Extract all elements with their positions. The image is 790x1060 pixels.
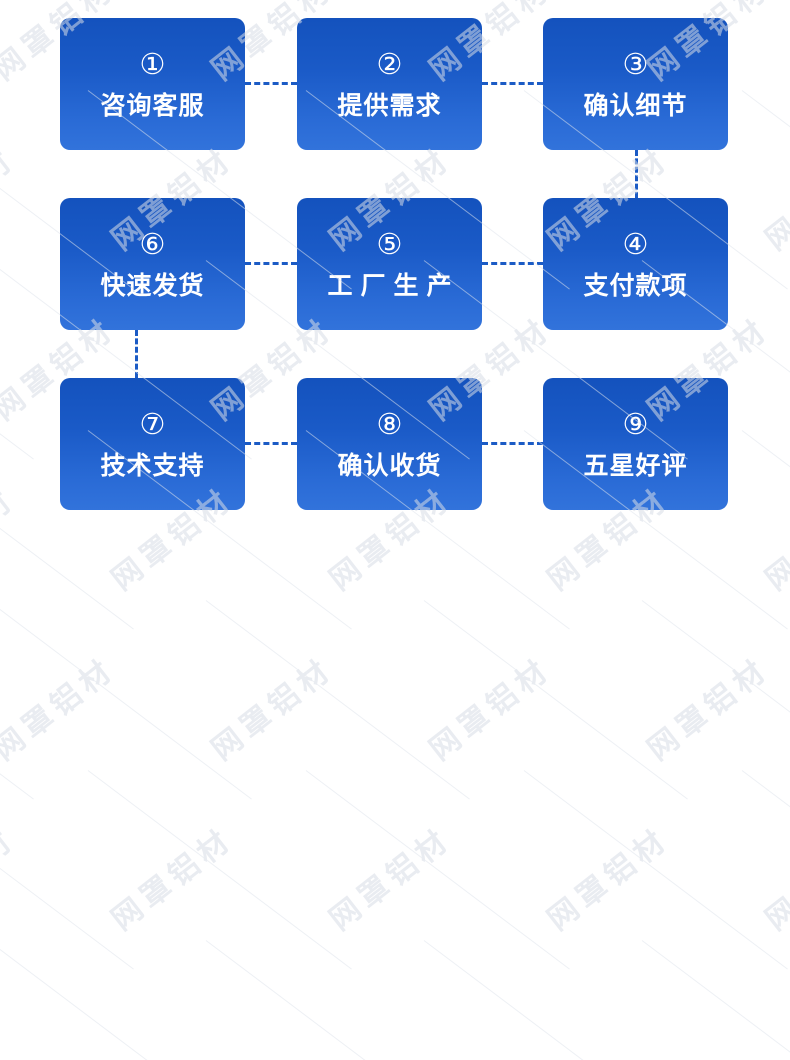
step-label: 确认收货 [337,451,442,480]
step-number-badge: ⑧ [376,407,403,441]
step-number-badge: ① [139,47,166,81]
step-label: 提供需求 [337,91,442,120]
step-label: 确认细节 [583,91,688,120]
step-card-8[interactable]: ⑧ 确认收货 [297,378,482,510]
step-number-badge: ⑥ [139,227,166,261]
watermark-rule [0,600,34,800]
watermark-text: 网罩铝材 [781,568,790,851]
step-number-badge: ⑤ [376,227,403,261]
watermark-rule [87,770,352,970]
step-card-9[interactable]: ⑨ 五星好评 [543,378,728,510]
watermark-rule [641,940,790,1060]
watermark-rule [423,600,688,800]
process-flow-board: ① 咨询客服 ② 提供需求 ③ 确认细节 ⑥ 快速发货 ⑤ 工厂生产 ④ 支付款… [60,18,728,510]
step-number-badge: ② [376,47,403,81]
watermark-rule [0,940,34,1060]
step-card-7[interactable]: ⑦ 技术支持 [60,378,245,510]
step-card-4[interactable]: ④ 支付款项 [543,198,728,330]
connector-step6-step7 [135,330,138,378]
watermark-rule [205,940,470,1060]
step-card-3[interactable]: ③ 确认细节 [543,18,728,150]
connector-step3-step4 [635,150,638,198]
watermark-text: 网罩铝材 [641,651,777,768]
connector-step1-step2 [245,82,297,85]
step-label: 支付款项 [583,271,688,300]
step-card-1[interactable]: ① 咨询客服 [60,18,245,150]
watermark-rule [641,600,790,800]
watermark-text: 网罩铝材 [205,651,341,768]
step-number-badge: ③ [622,47,649,81]
step-number-badge: ④ [622,227,649,261]
connector-step2-step3 [482,82,543,85]
watermark-text: 网罩铝材 [541,821,677,938]
step-card-6[interactable]: ⑥ 快速发货 [60,198,245,330]
connector-step5-step6 [245,262,297,265]
watermark-rule [0,770,134,970]
connector-step8-step9 [482,442,543,445]
watermark-rule [423,940,688,1060]
watermark-rule [523,770,788,970]
watermark-text: 网罩铝材 [105,821,241,938]
watermark-text: 网罩铝材 [423,651,559,768]
step-label: 快速发货 [100,271,205,300]
watermark-text: 网罩铝材 [0,651,123,768]
step-label: 工厂生产 [327,271,460,300]
step-label: 五星好评 [583,451,688,480]
step-card-5[interactable]: ⑤ 工厂生产 [297,198,482,330]
watermark-text: 网罩铝材 [323,821,459,938]
step-card-2[interactable]: ② 提供需求 [297,18,482,150]
watermark-text: 网罩铝材 [759,821,790,938]
watermark-rule [205,600,470,800]
step-number-badge: ⑦ [139,407,166,441]
watermark-text: 网罩铝材 [0,821,23,938]
connector-step4-step5 [482,262,543,265]
watermark-rule [0,940,252,1060]
step-label: 咨询客服 [100,91,205,120]
step-number-badge: ⑨ [622,407,649,441]
watermark-rule [741,770,790,970]
watermark-rule [305,770,570,970]
step-label: 技术支持 [100,451,205,480]
connector-step7-step8 [245,442,297,445]
watermark-rule [0,600,252,800]
